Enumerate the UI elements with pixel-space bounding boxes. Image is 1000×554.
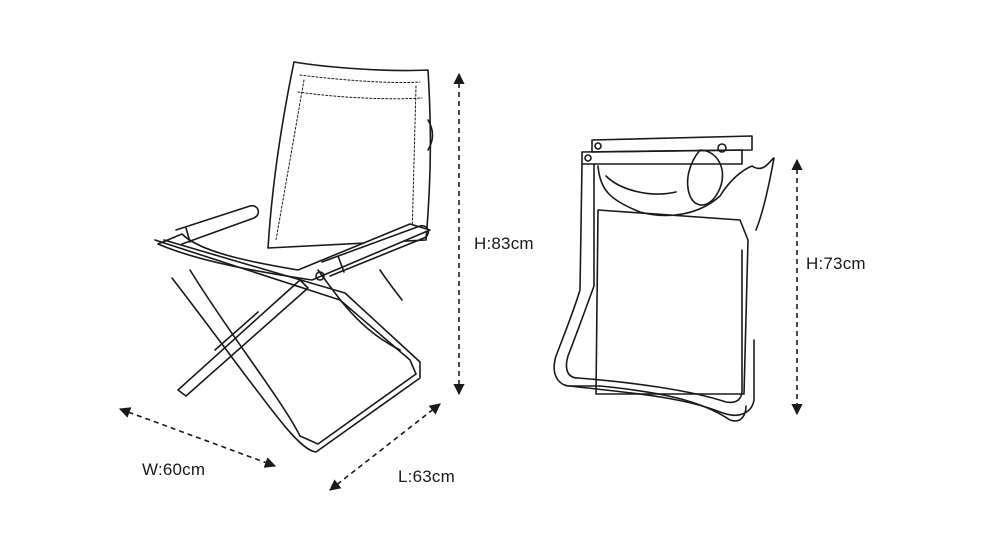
folding-chair-folded-icon <box>553 135 775 422</box>
width-arrow <box>118 407 277 468</box>
height-folded-label: H:73cm <box>806 254 866 273</box>
dimension-arrows <box>118 72 803 491</box>
height-open-label: H:83cm <box>474 234 534 253</box>
width-label: W:60cm <box>142 460 206 479</box>
folding-chair-open-icon <box>154 61 434 453</box>
length-label: L:63cm <box>398 467 455 486</box>
